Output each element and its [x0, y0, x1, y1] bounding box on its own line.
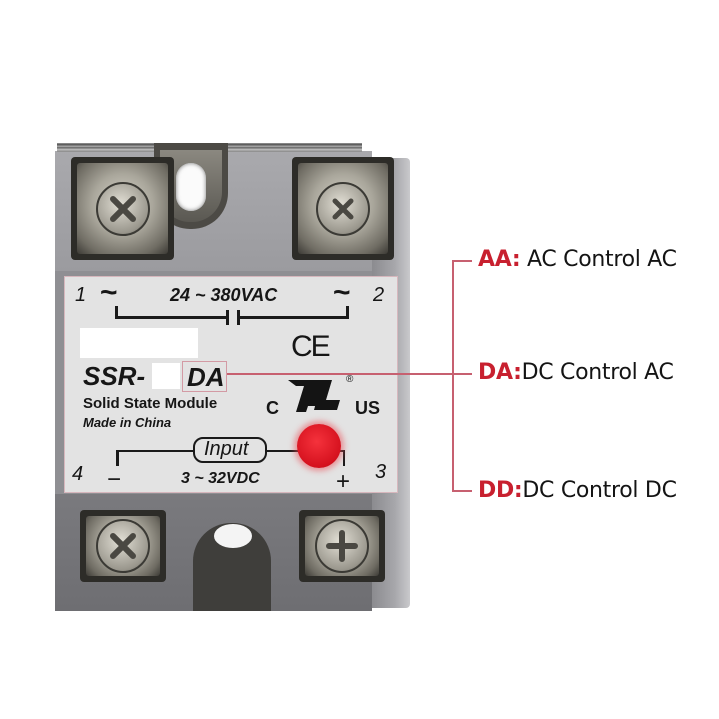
legend-code: DD:	[478, 478, 523, 503]
ac-symbol-left: ~	[100, 276, 118, 309]
ul-logo-icon	[288, 380, 340, 412]
pointer-line	[227, 373, 454, 375]
input-label: Input	[204, 438, 249, 460]
product-label	[64, 276, 398, 493]
screw-icon	[316, 181, 370, 236]
top-mounting-hole	[176, 163, 206, 211]
circuit-line	[115, 306, 118, 318]
terminal-1[interactable]	[71, 157, 174, 260]
input-voltage: 3 ~ 32VDC	[181, 470, 260, 487]
screw-icon	[95, 181, 150, 236]
circuit-line	[343, 450, 345, 466]
circuit-line	[115, 316, 229, 319]
ce-mark: CE	[291, 330, 331, 363]
pin-3-label: 3	[375, 461, 387, 483]
input-badge	[193, 437, 267, 463]
legend-text: DC Control DC	[522, 478, 677, 503]
legend-item-dd: DD:DC Control DC	[478, 478, 677, 503]
redacted-box	[80, 328, 198, 358]
circuit-line	[116, 450, 194, 452]
registered-mark: ®	[346, 374, 354, 385]
origin: Made in China	[83, 415, 172, 430]
pin-1-label: 1	[75, 284, 87, 306]
circuit-line	[226, 310, 229, 325]
legend-code: AA:	[478, 247, 521, 272]
circuit-line	[116, 451, 119, 466]
pin-2-label: 2	[373, 284, 385, 306]
legend-text: AC Control AC	[520, 247, 677, 272]
circuit-line	[237, 316, 349, 319]
plus-symbol: +	[336, 468, 351, 495]
status-led-icon	[297, 424, 341, 468]
bracket-tick	[452, 490, 472, 492]
model-suffix: DA	[187, 362, 225, 392]
terminal-3[interactable]	[299, 510, 385, 582]
terminal-4[interactable]	[80, 510, 166, 582]
ac-symbol-right: ~	[333, 276, 351, 309]
bracket-tick	[452, 260, 472, 262]
bracket-line	[452, 260, 454, 492]
terminal-2[interactable]	[292, 157, 394, 260]
minus-symbol: −	[107, 466, 122, 493]
description: Solid State Module	[83, 395, 218, 412]
legend-item-aa: AA: AC Control AC	[478, 247, 677, 272]
bottom-mounting-hole	[214, 524, 252, 548]
output-voltage: 24 ~ 380VAC	[170, 285, 278, 305]
legend-item-da: DA:DC Control AC	[478, 360, 674, 385]
circuit-line	[346, 306, 349, 318]
ul-mark-us: US	[355, 398, 381, 418]
model-redacted-box	[152, 363, 180, 389]
legend-text: DC Control AC	[521, 360, 674, 385]
model-suffix-highlight	[182, 361, 227, 392]
screw-icon	[315, 519, 369, 573]
legend-code: DA:	[478, 360, 522, 385]
ul-mark-c: C	[266, 398, 279, 418]
pin-4-label: 4	[72, 463, 84, 485]
screw-icon	[96, 519, 150, 573]
model-prefix: SSR-	[83, 361, 146, 391]
bracket-tick	[452, 373, 472, 375]
